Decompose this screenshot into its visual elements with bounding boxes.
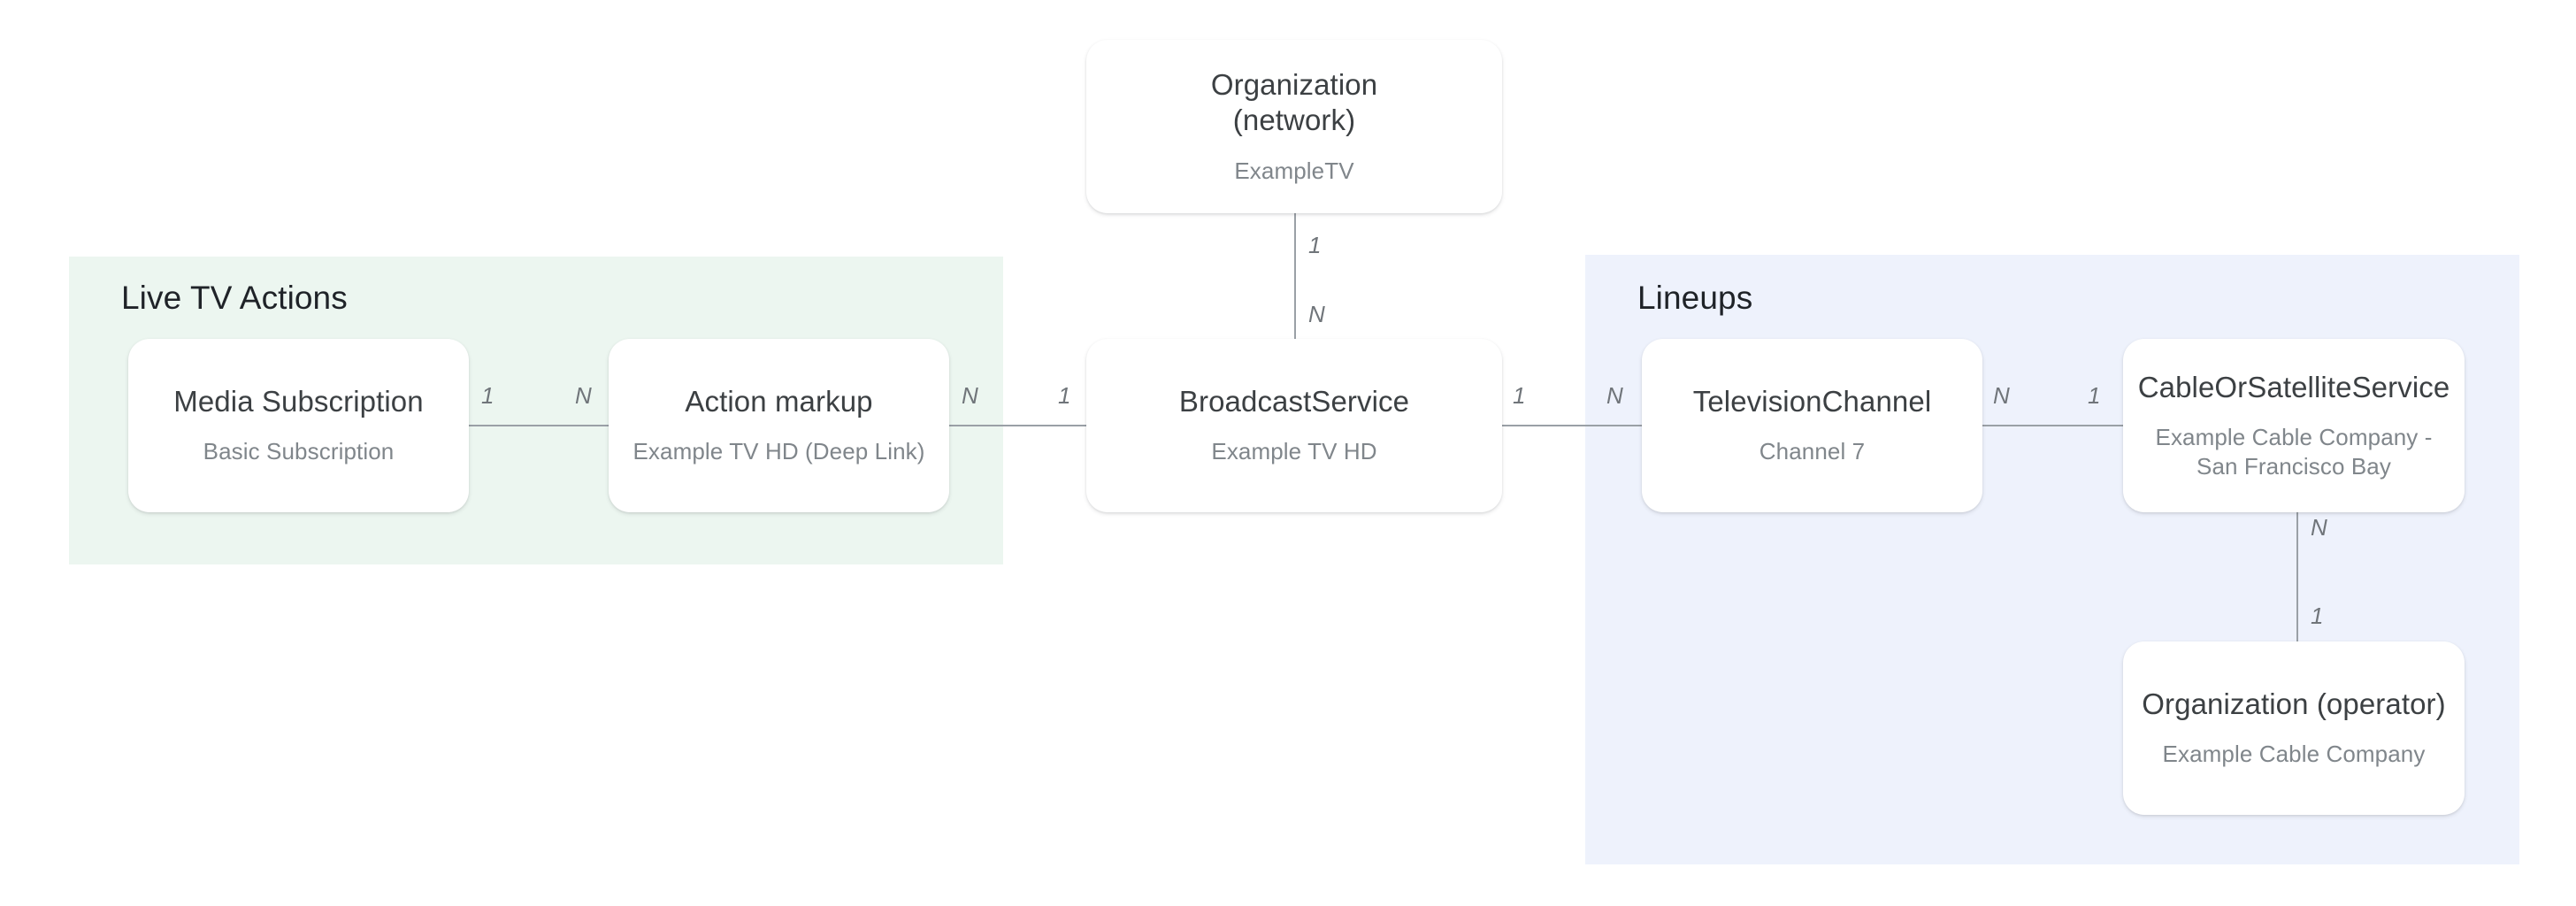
node-media-subscription-title: Media Subscription bbox=[173, 385, 424, 418]
node-action-markup[interactable]: Action markup Example TV HD (Deep Link) bbox=[609, 339, 949, 512]
cardinality-action-markup-to-broadcast-service-source: N bbox=[962, 382, 978, 409]
node-cable-or-satellite-service[interactable]: CableOrSatelliteService Example Cable Co… bbox=[2123, 339, 2465, 512]
node-cable-or-satellite-service-title: CableOrSatelliteService bbox=[2137, 370, 2450, 403]
cardinality-broadcast-service-to-television-channel-target: N bbox=[1606, 382, 1623, 409]
connector-broadcast-service-to-television-channel bbox=[1496, 425, 1648, 426]
node-action-markup-title: Action markup bbox=[685, 385, 873, 418]
node-broadcast-service-title: BroadcastService bbox=[1178, 385, 1410, 418]
connector-organization-network-to-broadcast-service bbox=[1294, 212, 1296, 339]
node-organization-operator[interactable]: Organization (operator) Example Cable Co… bbox=[2123, 641, 2465, 815]
node-organization-operator-subtitle: Example Cable Company bbox=[2162, 741, 2426, 768]
connector-media-subscription-to-action-markup bbox=[463, 425, 615, 426]
node-broadcast-service[interactable]: BroadcastService Example TV HD bbox=[1086, 339, 1502, 512]
node-broadcast-service-subtitle: Example TV HD bbox=[1211, 438, 1377, 465]
node-cable-or-satellite-service-subtitle: Example Cable Company - San Francisco Ba… bbox=[2155, 423, 2433, 480]
connector-television-channel-to-cable-or-satellite-service bbox=[1976, 425, 2128, 426]
node-television-channel-title: TelevisionChannel bbox=[1692, 385, 1932, 418]
cardinality-media-subscription-to-action-markup-target: N bbox=[575, 382, 592, 409]
node-media-subscription[interactable]: Media Subscription Basic Subscription bbox=[128, 339, 469, 512]
cardinality-organization-network-to-broadcast-service-target: N bbox=[1308, 301, 1325, 327]
node-television-channel[interactable]: TelevisionChannel Channel 7 bbox=[1642, 339, 1982, 512]
cardinality-broadcast-service-to-television-channel-source: 1 bbox=[1513, 382, 1526, 409]
node-action-markup-subtitle: Example TV HD (Deep Link) bbox=[632, 438, 925, 465]
connector-action-markup-to-broadcast-service bbox=[945, 425, 1092, 426]
cardinality-organization-network-to-broadcast-service-source: 1 bbox=[1308, 232, 1322, 258]
cardinality-media-subscription-to-action-markup-source: 1 bbox=[481, 382, 494, 409]
group-title-live-tv-actions: Live TV Actions bbox=[121, 280, 348, 316]
node-organization-network[interactable]: Organization (network) ExampleTV bbox=[1086, 40, 1502, 213]
group-title-lineups: Lineups bbox=[1637, 280, 1753, 316]
node-organization-network-title: Organization (network) bbox=[1210, 68, 1378, 137]
cardinality-cable-or-satellite-service-to-organization-operator-target: 1 bbox=[2311, 603, 2324, 629]
cardinality-television-channel-to-cable-or-satellite-service-target: 1 bbox=[2088, 382, 2101, 409]
cardinality-cable-or-satellite-service-to-organization-operator-source: N bbox=[2311, 514, 2327, 541]
node-television-channel-subtitle: Channel 7 bbox=[1759, 438, 1866, 465]
connector-cable-or-satellite-service-to-organization-operator bbox=[2296, 511, 2298, 641]
node-media-subscription-subtitle: Basic Subscription bbox=[203, 438, 395, 465]
node-organization-network-subtitle: ExampleTV bbox=[1234, 157, 1354, 184]
cardinality-action-markup-to-broadcast-service-target: 1 bbox=[1058, 382, 1071, 409]
cardinality-television-channel-to-cable-or-satellite-service-source: N bbox=[1993, 382, 2010, 409]
node-organization-operator-title: Organization (operator) bbox=[2142, 687, 2446, 721]
